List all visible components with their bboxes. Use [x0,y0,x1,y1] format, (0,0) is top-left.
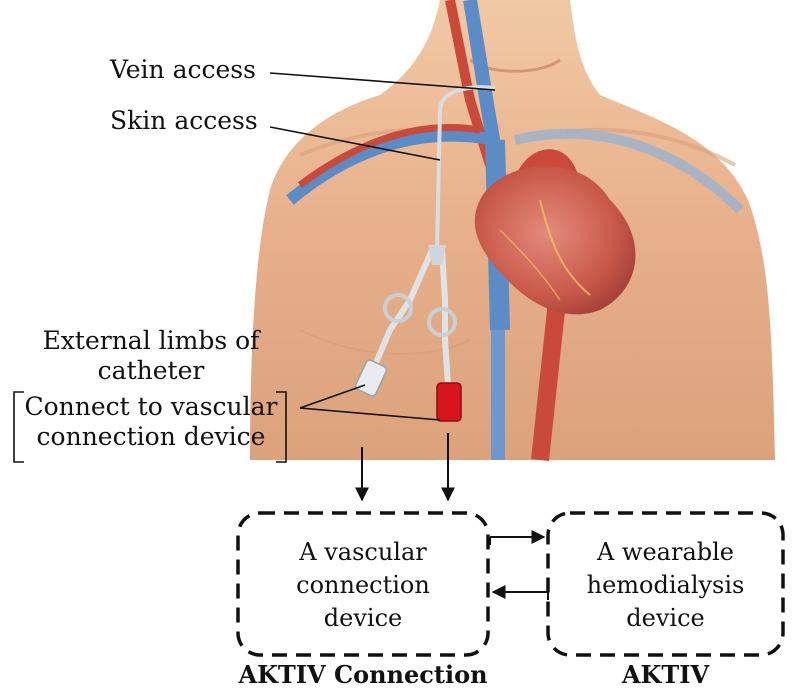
box-wearable-line2: hemodialysis [550,569,781,602]
label-external-limbs-line1: External limbs of [20,326,282,356]
box-wearable-line1: A wearable [550,536,781,569]
box-vascular-line3: device [240,602,486,635]
box-wearable-line3: device [550,602,781,635]
label-external-limbs: External limbs of catheter [20,326,282,386]
box-vascular-text: A vascular connection device [240,536,486,635]
box-wearable-text: A wearable hemodialysis device [550,536,781,635]
label-vein-access: Vein access [110,55,256,85]
label-skin-access: Skin access [110,106,258,136]
label-external-limbs-line2: catheter [20,356,282,386]
box-vascular-line1: A vascular [240,536,486,569]
label-connect-line2: connection device [20,422,282,452]
caption-aktiv: AKTIV [548,660,783,690]
connector-red [437,383,461,421]
label-connect-to-device: Connect to vascular connection device [20,392,282,452]
box-connectors [490,537,548,600]
box-vascular-line2: connection [240,569,486,602]
caption-aktiv-connection: AKTIV Connection [228,660,498,690]
label-connect-line1: Connect to vascular [20,392,282,422]
